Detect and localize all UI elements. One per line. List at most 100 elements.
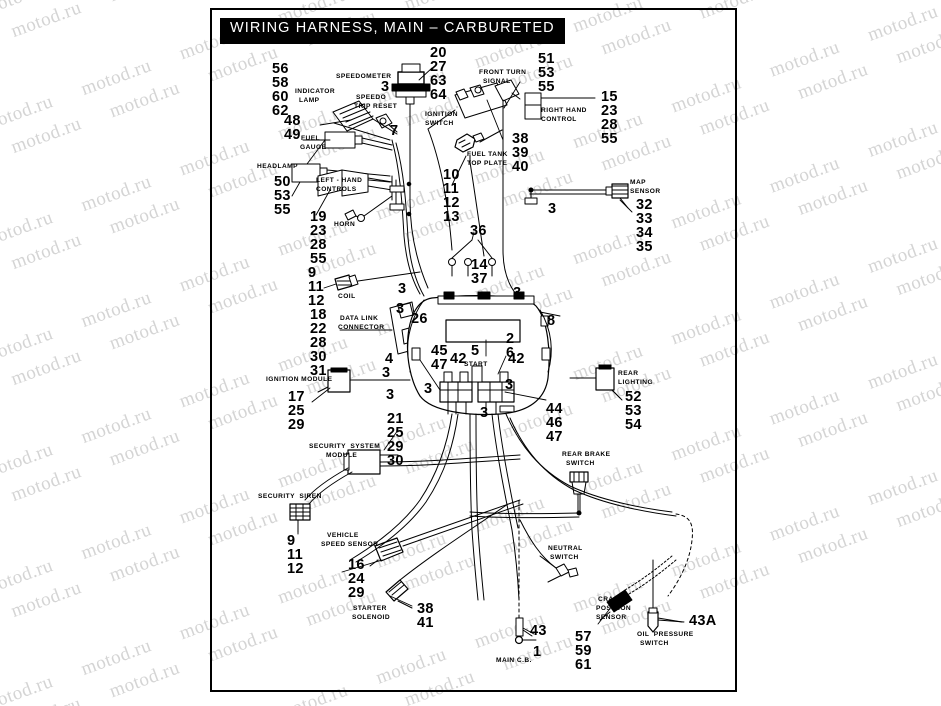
callout-number-14: 14 [471,257,488,273]
label-horn: HORN [334,221,356,228]
callout-number-38: 38 [512,131,529,147]
ignition-switch-part [427,82,508,130]
label-starter-line2: SOLENOID [352,614,391,621]
callout-number-57: 57 [575,629,592,645]
callout-number-53c: 53 [625,403,642,419]
callout-number-42b: 42 [508,351,525,367]
label-neutral-line1: NEUTRAL [548,545,583,552]
callout-number-16: 16 [348,557,365,573]
callout-number-7: 7 [390,123,399,139]
callout-number-28: 28 [310,237,327,253]
callout-number-1: 1 [533,644,542,660]
callout-number-56: 56 [272,61,289,77]
label-security-module-line2: MODULE [326,452,358,459]
callout-number-64: 64 [430,87,447,103]
harness-trunk-lines [389,107,552,373]
label-left-hand-line1: LEFT - HAND [316,177,363,184]
callout-number-30b: 30 [387,453,404,469]
label-ignition-switch-line1: IGNITION [425,111,458,118]
label-oil-pressure-line1: OIL PRESSURE [637,631,694,638]
callout-number-4: 4 [385,351,394,367]
label-crank-line3: SENSOR [596,614,627,621]
callout-number-50: 50 [274,174,291,190]
label-headlamp: HEADLAMP [257,163,298,170]
callout-number-43A: 43A [689,613,717,629]
left-hand-controls-part [317,169,393,197]
label-ignition-module: IGNITION MODULE [266,376,333,383]
callout-number-23b: 23 [601,103,618,119]
label-coil: COIL [338,293,356,300]
label-indicator-lamp-line1: INDICATOR [295,88,336,95]
callout-number-3-map: 3 [548,201,557,217]
callout-number-58: 58 [272,75,289,91]
callout-number-55: 55 [274,202,291,218]
callout-number-35: 35 [636,239,653,255]
callout-number-21: 21 [387,411,404,427]
callout-number-28b: 28 [601,117,618,133]
callout-number-38b: 38 [417,601,434,617]
callout-number-9: 9 [308,265,317,281]
callout-number-12c: 12 [287,561,304,577]
diagram-frame [210,8,737,692]
callout-number-3-ignmodule: 3 [386,387,395,403]
label-map-sensor-line2: SENSOR [630,188,661,195]
label-neutral-line2: SWITCH [550,554,579,561]
callout-number-39: 39 [512,145,529,161]
security-siren-part [289,503,311,533]
callout-number-45: 45 [431,343,448,359]
label-front-turn-line1: FRONT TURN [479,69,527,76]
fuel-gauge-part [324,131,393,151]
callout-number-24: 24 [348,571,365,587]
callout-number-52: 52 [625,389,642,405]
callout-number-36: 36 [470,223,487,239]
callout-number-3-ground: 3 [480,405,489,421]
label-speedo-trip-line1: SPEEDO [356,94,387,101]
label-security-siren: SECURITY SIREN [258,493,322,500]
callout-number-53: 53 [274,188,291,204]
callout-number-28c: 28 [310,335,327,351]
coil-part [334,271,421,291]
label-vss-line1: VEHICLE [327,532,359,539]
callout-number-3-relay-right: 3 [505,377,514,393]
callout-number-54: 54 [625,417,642,433]
callout-number-2: 2 [506,331,515,347]
callout-number-47b: 47 [546,429,563,445]
callout-number-10: 10 [443,167,460,183]
callout-number-19: 19 [310,209,327,225]
label-rear-brake-line1: REAR BRAKE [562,451,611,458]
label-rear-lighting-line1: REAR [618,370,639,377]
callout-number-42: 42 [450,351,467,367]
label-start: START [464,361,488,368]
callout-number-55b: 55 [310,251,327,267]
label-main-cb: MAIN C.B. [496,657,532,664]
label-fuel-tank-line1: FUEL TANK [467,151,508,158]
callout-number-3-harness: 3 [396,301,405,317]
label-rear-lighting-line2: LIGHTING [618,379,654,386]
callout-number-46: 46 [546,415,563,431]
callout-number-8: 8 [547,313,556,329]
central-module [406,291,551,416]
label-fuel-tank-line2: TOP PLATE [467,160,508,167]
callout-number-33: 33 [636,211,653,227]
map-sensor-part [605,183,629,209]
callout-number-53b: 53 [538,65,555,81]
callout-number-12: 12 [443,195,460,211]
callout-number-11: 11 [443,181,459,197]
callout-number-61: 61 [575,657,592,673]
callout-number-60: 60 [272,89,289,105]
starter-solenoid-part [385,503,509,609]
callout-number-43: 43 [530,623,547,639]
fuel-tank-top-plate-part [454,129,503,163]
callout-number-22: 22 [310,321,327,337]
callout-number-20: 20 [430,45,447,61]
callout-number-30: 30 [310,349,327,365]
callout-number-11b: 11 [308,279,324,295]
callout-number-49: 49 [284,127,301,143]
callout-number-3-module-top: 3 [398,281,407,297]
ignition-module-part [317,367,411,393]
rear-brake-switch-part [569,471,589,516]
callout-number-44: 44 [546,401,563,417]
label-data-link-line2: CONNECTOR [338,324,385,331]
